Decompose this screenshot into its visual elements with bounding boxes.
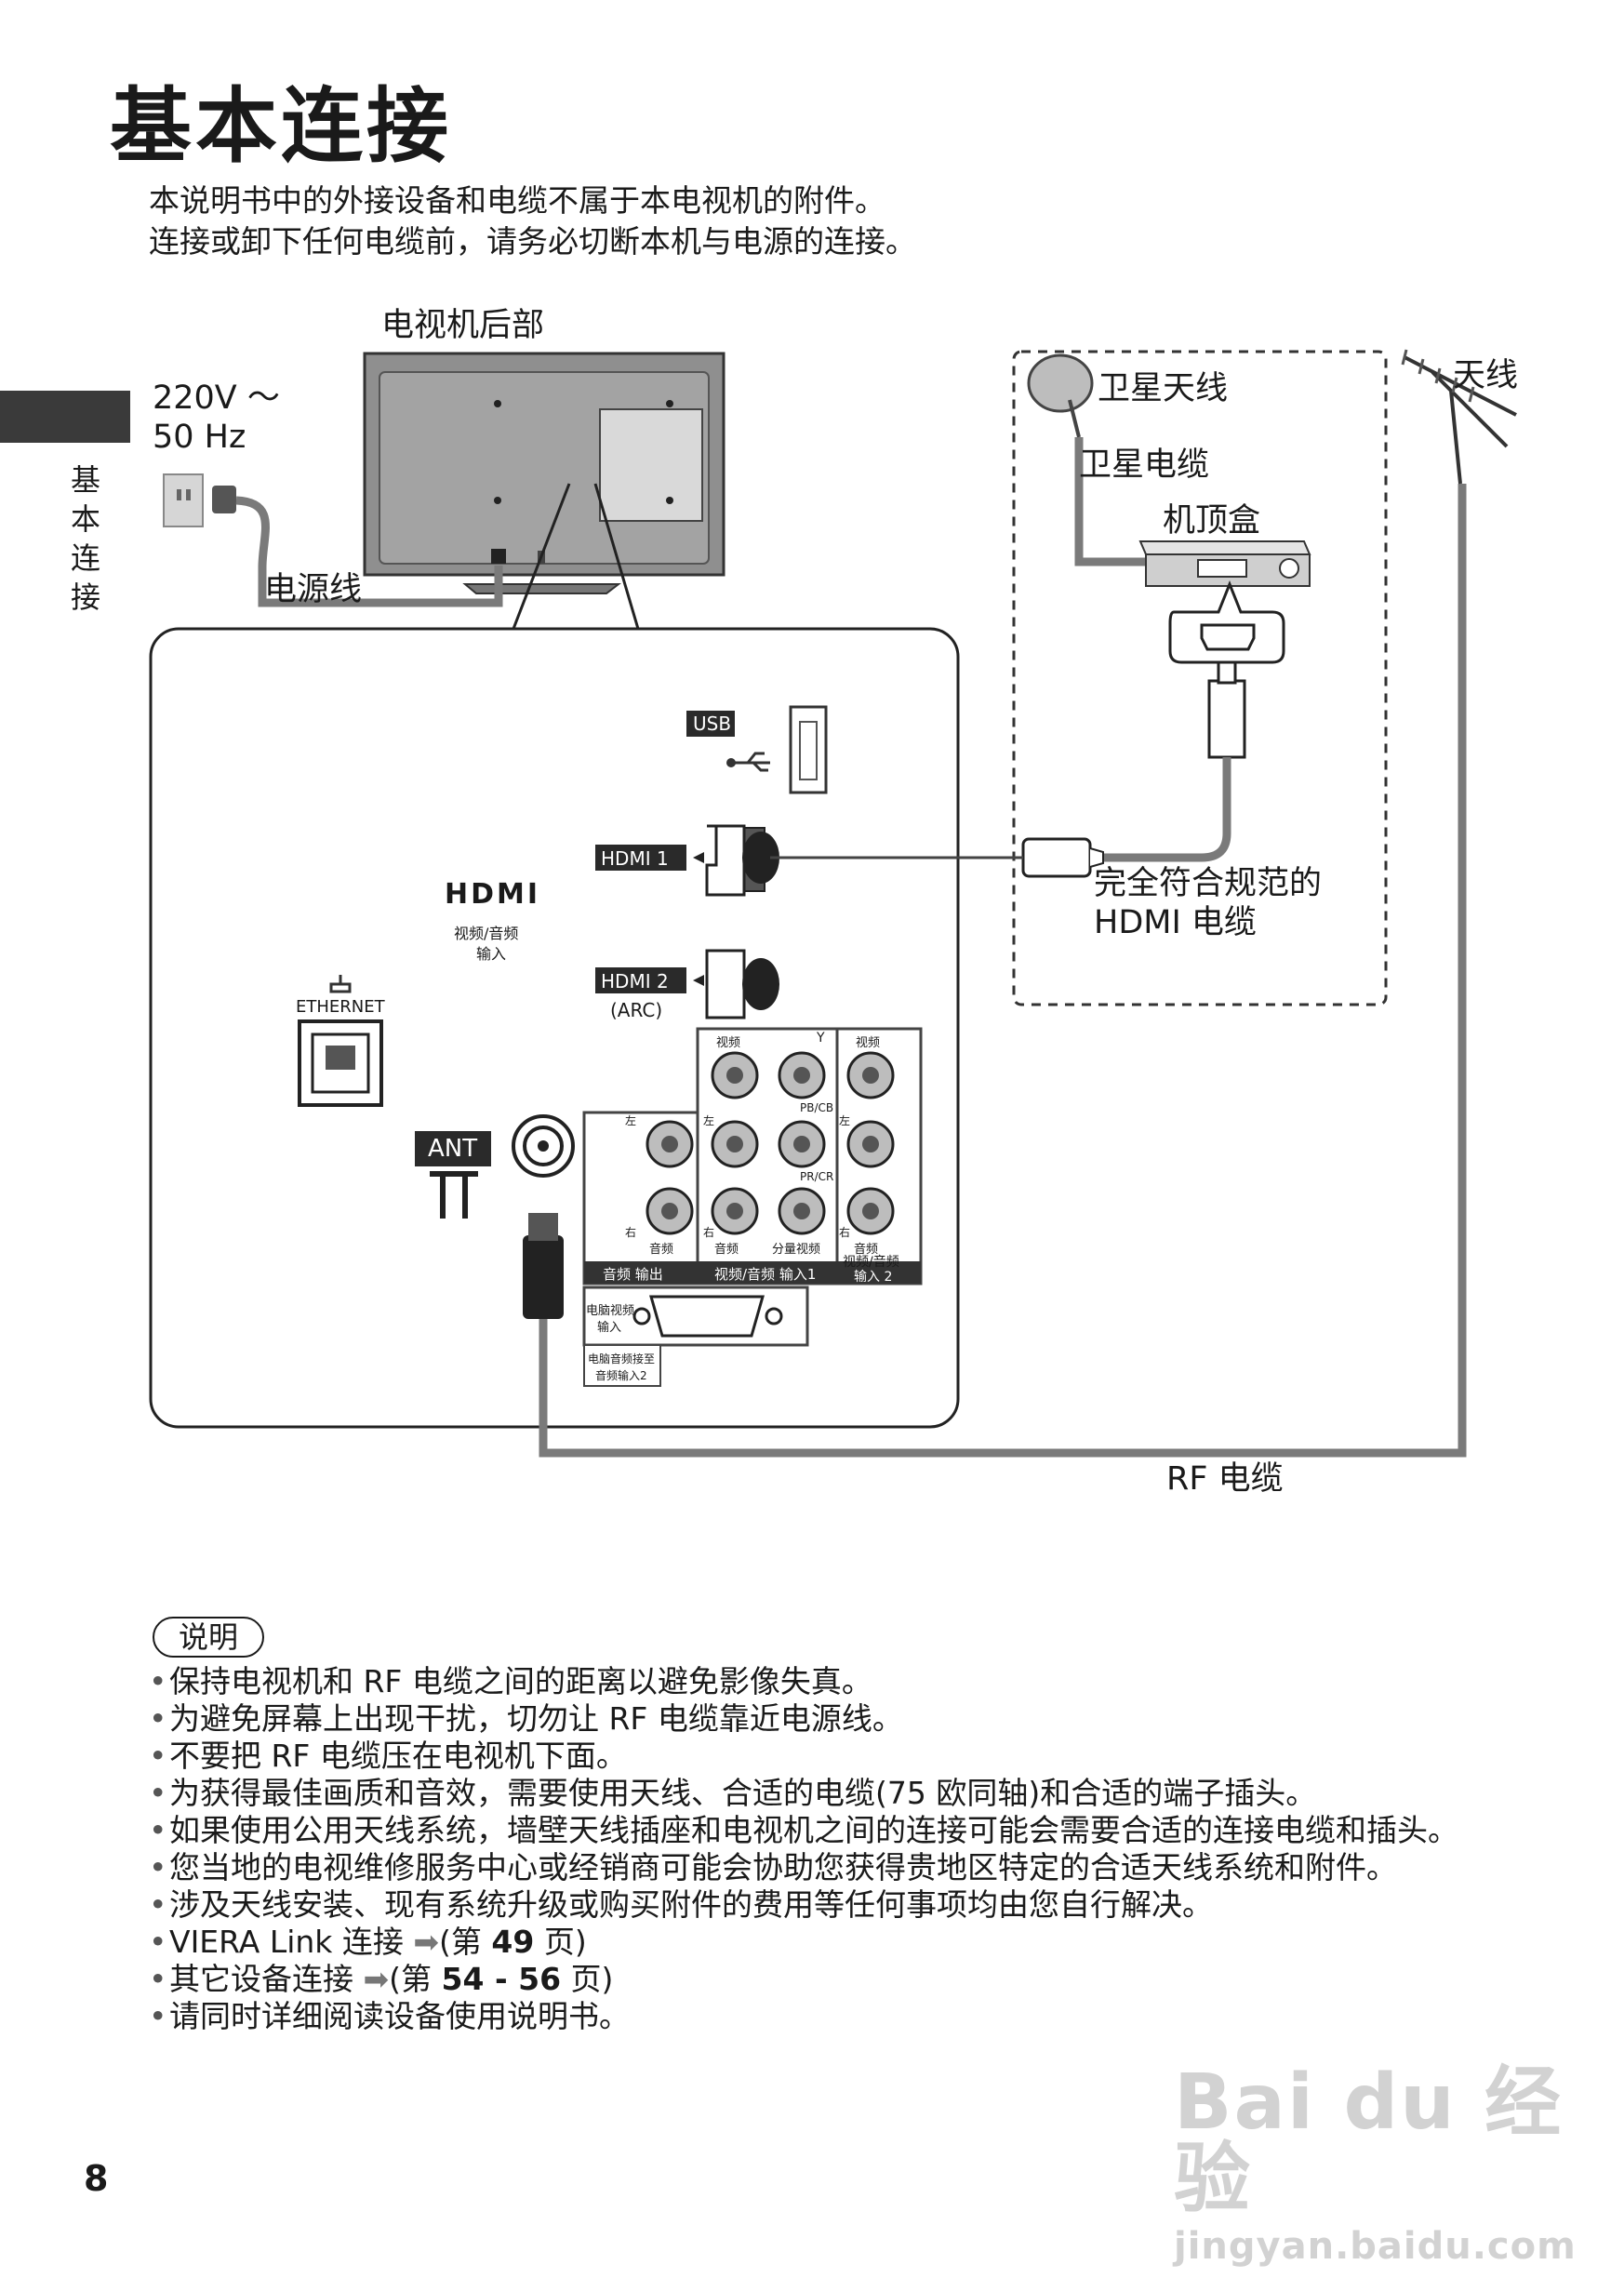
notes-section: 说明 保持电视机和 RF 电缆之间的距离以避免影像失真。 为避免屏幕上出现干扰，… [149,1617,1544,2035]
baidu-watermark: Bai du 经验 jingyan.baidu.com [1174,2058,1624,2269]
hdmi-sub-label-2: 输入 [476,945,507,963]
left-label-3: 左 [839,1114,851,1127]
note-item: 保持电视机和 RF 电缆之间的距离以避免影像失真。 [149,1663,1544,1700]
hdmi1-port-label: HDMI 1 [601,847,669,870]
y-label: Y [817,1031,825,1046]
av-in2-label-1: 视频/音频 [843,1255,899,1270]
ref-suffix: 页) [534,1924,587,1960]
note-ref-viera-link: VIERA Link 连接 ➡(第 49 页) [149,1924,1544,1961]
ant-port [415,1114,575,1219]
right-label-2: 右 [703,1226,715,1239]
watermark-logo-text: Bai du 经验 [1174,2058,1564,2223]
satellite-dashed-box [1012,350,1388,1006]
note-item: 不要把 RF 电缆压在电视机下面。 [149,1738,1544,1775]
right-label-3: 右 [839,1226,851,1239]
connection-diagram [149,349,1517,1458]
ref-page-link[interactable]: 49 [491,1924,535,1960]
tv-rear-label: 电视机后部 [381,307,545,344]
ref-prefix: (第 [439,1924,492,1960]
ant-label: ANT [428,1135,478,1163]
audio-label-3: 音频 [854,1243,879,1257]
power-cord [235,496,503,607]
power-spec-voltage: 220V ～ [153,380,280,417]
note-item: 您当地的电视维修服务中心或经销商可能会协助您获得贵地区特定的合适天线系统和附件。 [149,1849,1544,1886]
note-item: 涉及天线安装、现有系统升级或购买附件的费用等任何事项均由您自行解决。 [149,1886,1544,1924]
ref-text: VIERA Link 连接 [169,1924,404,1960]
pc-audio-label-1: 电脑音频接至 [588,1352,656,1365]
antenna-illustration [1401,349,1517,485]
right-arrow-icon: ➡ [363,1961,390,1997]
pc-vga-port [582,1286,809,1387]
right-arrow-icon: ➡ [413,1924,440,1960]
tv-rear-illustration [363,352,725,594]
page-title: 基本连接 [110,78,453,174]
hdmi-cable-label-2: HDMI 电缆 [1094,904,1257,941]
ethernet-label: ETHERNET [296,997,385,1017]
ref-page-link[interactable]: 54 - 56 [441,1961,562,1997]
hdmi-cable [1090,757,1231,862]
usb-port-label: USB 1 [693,713,750,735]
rf-cable-label: RF 电缆 [1166,1460,1284,1498]
usb-port [686,705,828,794]
satellite-cable [1074,437,1146,566]
pb-cb-label: PB/CB [800,1101,834,1114]
note-item: 请同时详细阅读设备使用说明书。 [149,1998,1544,2035]
video-label-2: 视频 [856,1036,881,1050]
note-item: 如果使用公用天线系统，墙壁天线插座和电视机之间的连接可能会需要合适的连接电缆和插… [149,1812,1544,1849]
av-in2-label-2: 输入 2 [854,1270,893,1285]
power-spec-frequency: 50 Hz [153,419,246,456]
notes-list: 保持电视机和 RF 电缆之间的距离以避免影像失真。 为避免屏幕上出现干扰，切勿让… [149,1663,1544,2035]
hdmi-logo: HDMI [445,878,541,911]
satellite-dish-illustration [1027,353,1094,438]
note-ref-other-devices: 其它设备连接 ➡(第 54 - 56 页) [149,1961,1544,1998]
intro-line-1: 本说明书中的外接设备和电缆不属于本电视机的附件。 [149,182,885,219]
av-in1-label: 视频/音频 输入1 [714,1266,817,1283]
left-label-1: 左 [625,1114,637,1127]
component-label: 分量视频 [772,1243,821,1257]
hdmi-sub-label-1: 视频/音频 [454,925,519,942]
pr-cr-label: PR/CR [800,1170,834,1183]
ref-suffix: 页) [561,1961,614,1997]
notes-heading: 说明 [153,1617,265,1658]
left-label-2: 左 [703,1114,715,1127]
rf-cable [539,484,1467,1458]
audio-label-1: 音频 [649,1243,674,1257]
satellite-cable-label: 卫星电缆 [1079,446,1210,484]
hdmi-cable-label-1: 完全符合规范的 [1094,865,1323,902]
pc-video-label-2: 输入 [597,1321,622,1335]
right-label-1: 右 [625,1226,637,1239]
power-outlet-illustration [163,473,236,527]
ref-prefix: (第 [389,1961,442,1997]
note-item: 为避免屏幕上出现干扰，切勿让 RF 电缆靠近电源线。 [149,1700,1544,1738]
power-cord-label: 电源线 [264,571,363,608]
video-label-1: 视频 [716,1036,741,1050]
note-item: 为获得最佳画质和音效，需要使用天线、合适的电缆(75 欧同轴)和合适的端子插头。 [149,1775,1544,1812]
ref-text: 其它设备连接 [169,1961,353,1997]
intro-line-2: 连接或卸下任何电缆前，请务必切断本机与电源的连接。 [149,223,916,260]
av-jack-panel [582,1027,923,1286]
ethernet-port [298,975,383,1107]
audio-out-label: 音频 输出 [603,1266,663,1283]
settop-box-illustration [1138,540,1311,587]
satellite-dish-label: 卫星天线 [1098,370,1229,407]
watermark-url: jingyan.baidu.com [1174,2225,1577,2268]
audio-label-2: 音频 [714,1243,739,1257]
arc-label: (ARC) [610,999,663,1021]
pc-video-label-1: 电脑视频 [586,1304,635,1318]
hdmi2-port-label: HDMI 2 [601,970,669,992]
pc-audio-label-2: 音频输入2 [595,1369,647,1382]
hdmi1-port [595,824,779,897]
antenna-label: 天线 [1453,357,1519,394]
section-tab-marker [0,391,130,443]
page-number: 8 [84,2158,109,2199]
section-side-label: 基本连接 [70,462,100,615]
hdmi2-port [595,949,779,1019]
settop-box-label: 机顶盒 [1163,502,1261,540]
